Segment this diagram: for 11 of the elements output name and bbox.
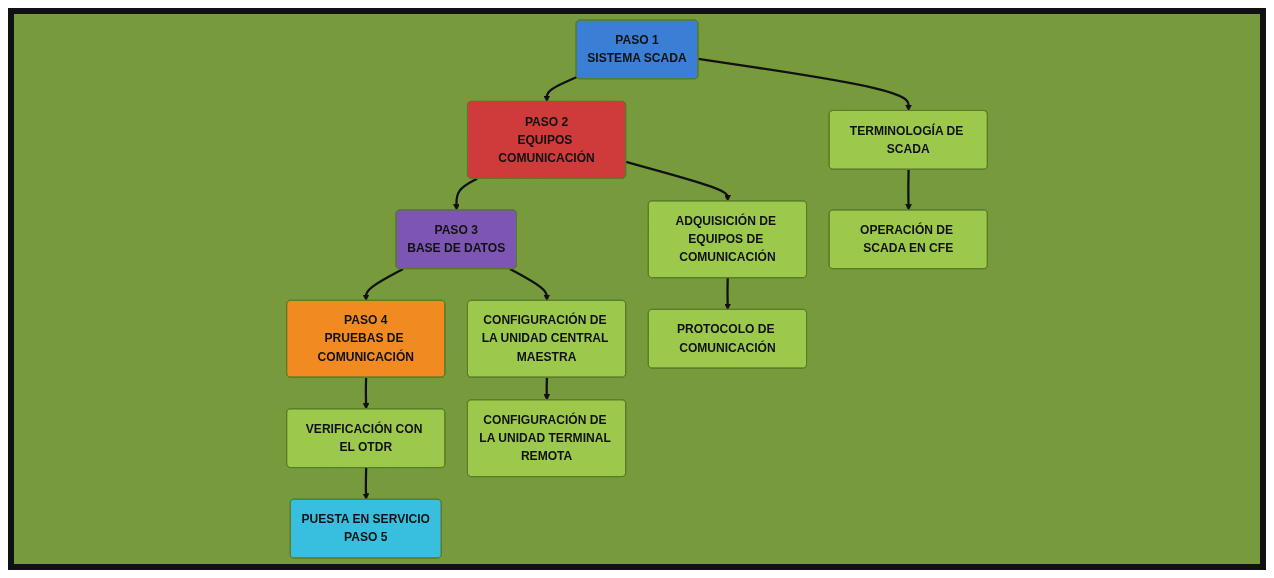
- arrow: [625, 160, 731, 202]
- arrow: [724, 278, 731, 310]
- arrow: [543, 76, 578, 103]
- arrow: [453, 177, 478, 211]
- arrow: [905, 169, 912, 211]
- arrow: [509, 268, 551, 301]
- arrow: [362, 467, 370, 500]
- arrow: [362, 377, 370, 410]
- arrow: [698, 57, 912, 112]
- arrow: [362, 268, 404, 301]
- arrow: [543, 377, 551, 401]
